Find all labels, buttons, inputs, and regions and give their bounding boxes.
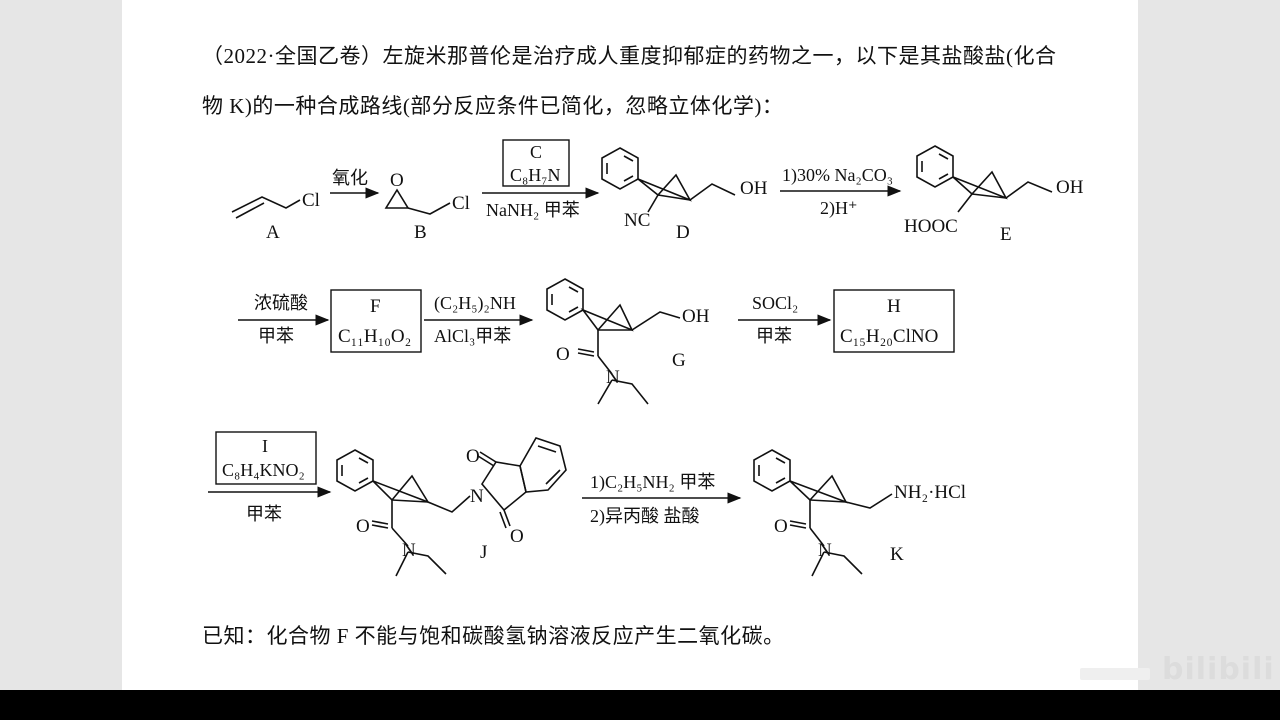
synthesis-scheme: Cl A 氧化 O Cl B C C₈H₇N NaNH₂ 甲苯 NC OH D … bbox=[208, 139, 1084, 577]
compound-E-cooh: HOOC bbox=[904, 216, 958, 237]
reaction-step-7: I C₈H₄KNO₂ 甲苯 bbox=[208, 431, 332, 524]
compound-J-o: O bbox=[356, 516, 370, 537]
compound-J-label: J bbox=[480, 542, 487, 563]
reaction-step-4: 浓硫酸 甲苯 bbox=[238, 293, 330, 346]
compound-A-label: A bbox=[266, 222, 280, 243]
compound-E-label: E bbox=[1000, 224, 1012, 245]
compound-F: F C₁₁H₁₀O₂ bbox=[330, 289, 422, 353]
step3-acid: 2)H⁺ bbox=[820, 198, 858, 219]
question-line-2: 物 K)的一种合成路线(部分反应条件已简化，忽略立体化学)： bbox=[202, 94, 784, 118]
compound-F-formula: C₁₁H₁₀O₂ bbox=[338, 326, 411, 347]
compound-J: O N N O O J bbox=[336, 437, 567, 577]
step4-reagent: 浓硫酸 bbox=[254, 293, 308, 313]
compound-B-label: B bbox=[414, 222, 427, 243]
compound-J-o-top: O bbox=[466, 446, 480, 467]
reaction-step-3: 1)30% Na₂CO₃ 2)H⁺ bbox=[780, 165, 902, 219]
compound-E: HOOC OH E bbox=[904, 145, 1084, 245]
compound-G-o: O bbox=[556, 344, 570, 365]
video-bottom-bar bbox=[0, 690, 1280, 720]
compound-B: O Cl B bbox=[384, 170, 470, 243]
step4-solvent: 甲苯 bbox=[258, 326, 294, 346]
question-page bbox=[122, 0, 1138, 690]
compound-J-n: N bbox=[402, 540, 416, 561]
reaction-step-6: SOCl₂ 甲苯 bbox=[738, 293, 832, 346]
compound-A: Cl A bbox=[231, 190, 320, 243]
compound-K-amine: NH₂·HCl bbox=[894, 482, 966, 503]
question-line-1: （2022·全国乙卷）左旋米那普伦是治疗成人重度抑郁症的药物之一，以下是其盐酸盐… bbox=[202, 44, 1057, 68]
compound-K-n: N bbox=[818, 540, 832, 561]
compound-B-o: O bbox=[390, 170, 404, 191]
step7-box-title: I bbox=[262, 436, 268, 456]
compound-H-formula: C₁₅H₂₀ClNO bbox=[840, 326, 938, 347]
step2-box-formula: C₈H₇N bbox=[510, 165, 561, 185]
compound-A-cl: Cl bbox=[302, 190, 320, 211]
compound-D: NC OH D bbox=[601, 147, 768, 243]
step7-solvent: 甲苯 bbox=[246, 504, 282, 524]
step2-box-title: C bbox=[530, 142, 542, 162]
step1-reagent: 氧化 bbox=[332, 168, 368, 188]
compound-D-nc: NC bbox=[624, 210, 650, 231]
reaction-step-8: 1)C₂H₅NH₂ 甲苯 2)异丙酸 盐酸 bbox=[582, 472, 742, 527]
reaction-step-1: 氧化 bbox=[330, 168, 380, 199]
compound-K: O N NH₂·HCl K bbox=[753, 449, 966, 577]
compound-K-o: O bbox=[774, 516, 788, 537]
step3-reagent: 1)30% Na₂CO₃ bbox=[782, 165, 893, 186]
watermark-caption bbox=[1080, 668, 1150, 680]
step6-solvent: 甲苯 bbox=[756, 326, 792, 346]
compound-K-label: K bbox=[890, 544, 904, 565]
compound-E-oh: OH bbox=[1056, 177, 1084, 198]
step8-reagent: 1)C₂H₅NH₂ 甲苯 bbox=[590, 472, 715, 493]
compound-G: O N OH G bbox=[546, 278, 710, 405]
compound-D-label: D bbox=[676, 222, 690, 243]
step5-catalyst: AlCl₃甲苯 bbox=[434, 326, 511, 346]
step2-conditions: NaNH₂ 甲苯 bbox=[486, 200, 580, 220]
compound-G-n: N bbox=[606, 367, 620, 388]
step6-reagent: SOCl₂ bbox=[752, 293, 798, 313]
step7-box-formula: C₈H₄KNO₂ bbox=[222, 460, 305, 480]
step8-workup: 2)异丙酸 盐酸 bbox=[590, 506, 700, 527]
compound-H: H C₁₅H₂₀ClNO bbox=[833, 289, 955, 353]
compound-D-oh: OH bbox=[740, 178, 768, 199]
bilibili-watermark: bilibili bbox=[1162, 652, 1275, 687]
compound-H-title: H bbox=[887, 296, 901, 317]
compound-G-oh: OH bbox=[682, 306, 710, 327]
compound-J-o-bottom: O bbox=[510, 526, 524, 547]
known-condition: 已知：化合物 F 不能与饱和碳酸氢钠溶液反应产生二氧化碳。 bbox=[202, 624, 785, 648]
step5-reagent: (C₂H₅)₂NH bbox=[434, 293, 516, 314]
compound-J-imide-n: N bbox=[470, 486, 484, 507]
reaction-step-5: (C₂H₅)₂NH AlCl₃甲苯 bbox=[424, 293, 534, 346]
compound-F-title: F bbox=[370, 296, 381, 317]
reaction-step-2: C C₈H₇N NaNH₂ 甲苯 bbox=[482, 139, 600, 220]
compound-B-cl: Cl bbox=[452, 193, 470, 214]
compound-G-label: G bbox=[672, 350, 686, 371]
